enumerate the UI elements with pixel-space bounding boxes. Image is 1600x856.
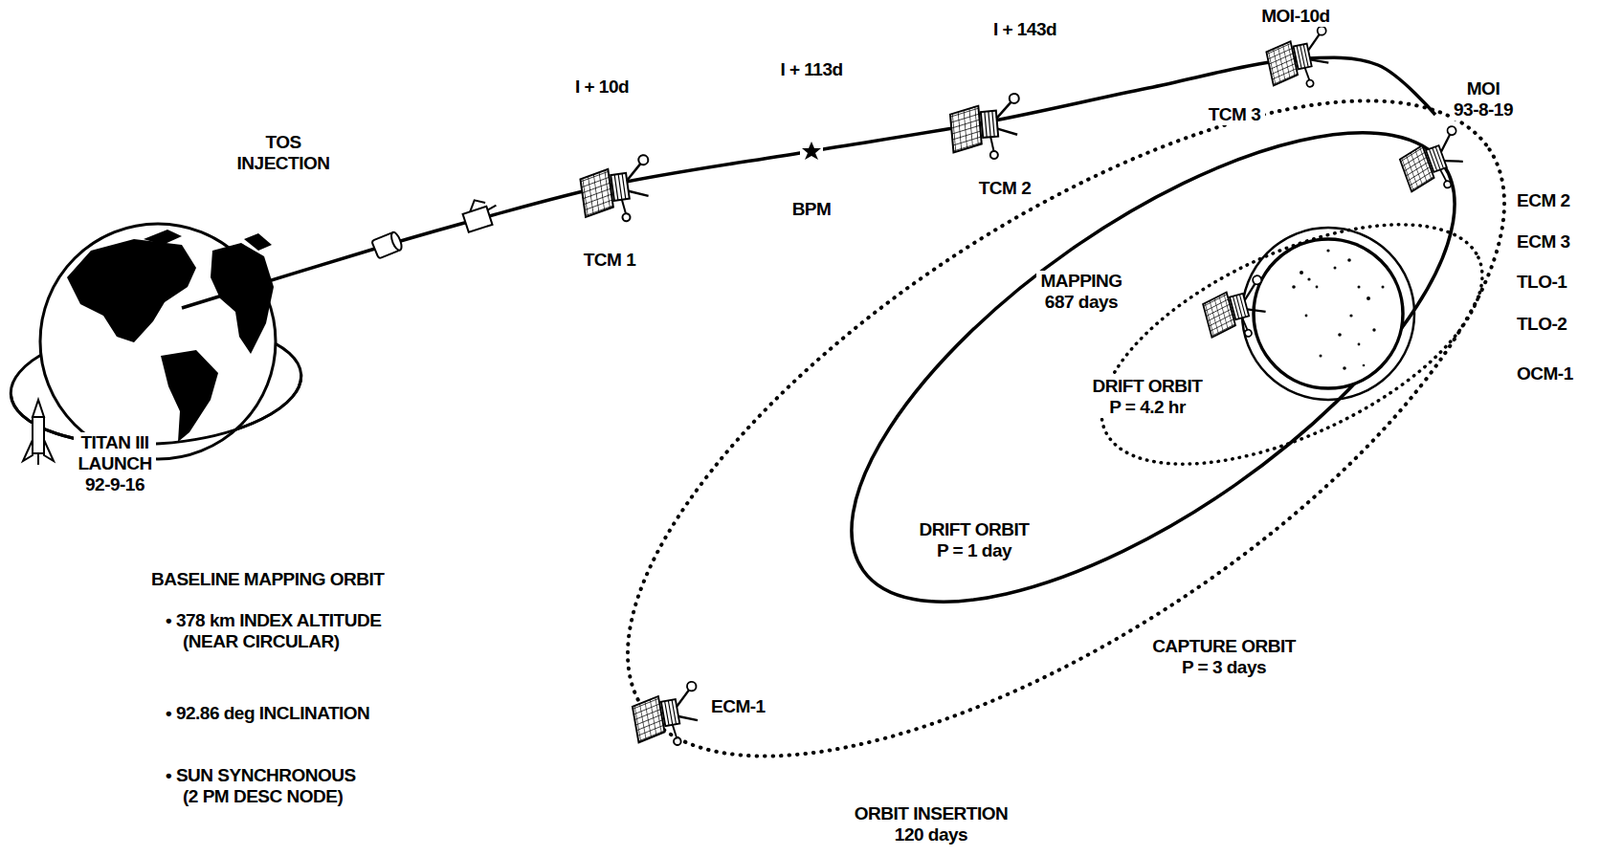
drift-orbit-1-day [780, 46, 1526, 689]
spacecraft-ecm1 [629, 681, 706, 753]
mars-planet [1253, 239, 1403, 389]
mission-label: ECM 3 [1513, 231, 1576, 253]
mars-planet [1253, 239, 1403, 389]
spacecraft-drift [1199, 274, 1275, 346]
spacecraft-tcm2 [949, 93, 1024, 163]
mission-label: • SUN SYNCHRONOUS (2 PM DESC NODE) [162, 765, 361, 808]
spacecraft-moi [1395, 125, 1474, 200]
mission-label: BASELINE MAPPING ORBIT [148, 569, 390, 591]
mars-planet [1315, 286, 1319, 289]
mission-label: ORBIT INSERTION 120 days [850, 803, 1013, 846]
transfer-trajectory [181, 57, 1436, 309]
mission-label: I + 10d [571, 76, 634, 98]
mars-planet [1299, 270, 1304, 275]
titan-rocket [22, 400, 54, 466]
titan-rocket [37, 453, 40, 466]
mission-label: DRIFT ORBIT P = 4.2 hr [1088, 376, 1207, 419]
mars-planet [1349, 313, 1353, 317]
mission-label: TLO-1 [1513, 271, 1573, 293]
mars-planet [1347, 258, 1352, 263]
mission-label: MAPPING 687 days [1036, 270, 1127, 313]
titan-rocket [32, 400, 45, 418]
mission-label: CAPTURE ORBIT P = 3 days [1148, 636, 1300, 679]
mars-planet [1319, 355, 1323, 358]
spacecraft-tcm3 [1263, 25, 1337, 95]
earth-globe [143, 229, 182, 245]
mission-label: TLO-2 [1513, 313, 1573, 335]
earth-globe [210, 243, 274, 355]
tos-upper-stage [389, 230, 404, 252]
titan-rocket [32, 417, 45, 454]
earth-orbit [10, 374, 306, 454]
mission-label: ECM-1 [708, 696, 771, 718]
mission-label: OCM-1 [1513, 363, 1578, 385]
mission-label: MOI 93-8-19 [1449, 78, 1517, 121]
earth-globe [40, 223, 276, 460]
mars-planet [1305, 314, 1309, 318]
bpm-star [800, 139, 823, 163]
mission-label: • 92.86 deg INCLINATION [162, 703, 376, 725]
tos-upper-stage [371, 230, 403, 259]
mission-label: • 378 km INDEX ALTITUDE (NEAR CIRCULAR) [162, 610, 387, 653]
capture-orbit [529, 0, 1600, 856]
mission-label: I + 143d [989, 19, 1062, 41]
mars-planet [1342, 366, 1347, 371]
mapping-orbit [1242, 227, 1415, 400]
transfer-trajectory [181, 57, 1436, 309]
spacecraft-tcm1 [577, 155, 656, 228]
mars-planet [1372, 328, 1376, 332]
drift-orbit-4-hr [1066, 175, 1517, 514]
capture-orbit [529, 0, 1600, 856]
mars-planet [1307, 277, 1311, 281]
mars-planet [1357, 286, 1361, 289]
mars-planet [1333, 266, 1337, 270]
bpm-star [800, 139, 823, 163]
mars-planet [1381, 286, 1385, 289]
bpm-star [801, 141, 822, 160]
earth-orbit [10, 374, 306, 454]
folded-spacecraft [460, 194, 503, 233]
drift-orbit-1-day [780, 46, 1526, 689]
earth-globe [244, 233, 272, 251]
mars-planet [1337, 333, 1342, 337]
mapping-orbit [1242, 227, 1415, 400]
mission-label: TCM 3 [1204, 104, 1266, 126]
mission-label: TCM 1 [579, 249, 641, 271]
earth-globe [40, 223, 276, 460]
mission-label: I + 113d [776, 59, 847, 81]
mission-label: TOS INJECTION [233, 132, 334, 175]
mission-label: ECM 2 [1513, 190, 1576, 212]
folded-spacecraft [466, 194, 497, 216]
mars-planet [1291, 285, 1296, 289]
mars-planet [1291, 248, 1384, 370]
mission-label: TCM 2 [975, 177, 1036, 200]
earth-globe [66, 239, 197, 343]
mars-planet [1362, 364, 1366, 368]
mission-label: BPM [788, 199, 836, 221]
mission-label: TITAN III LAUNCH 92-9-16 [73, 432, 156, 496]
mission-label: MOI-10d [1257, 5, 1334, 27]
earth-globe [160, 350, 219, 443]
mars-planet [1326, 248, 1330, 252]
mars-planet [1357, 343, 1361, 347]
mission-label: DRIFT ORBIT P = 1 day [915, 519, 1034, 562]
mars-planet [1366, 296, 1371, 301]
drift-orbit-4-hr [1066, 175, 1517, 514]
